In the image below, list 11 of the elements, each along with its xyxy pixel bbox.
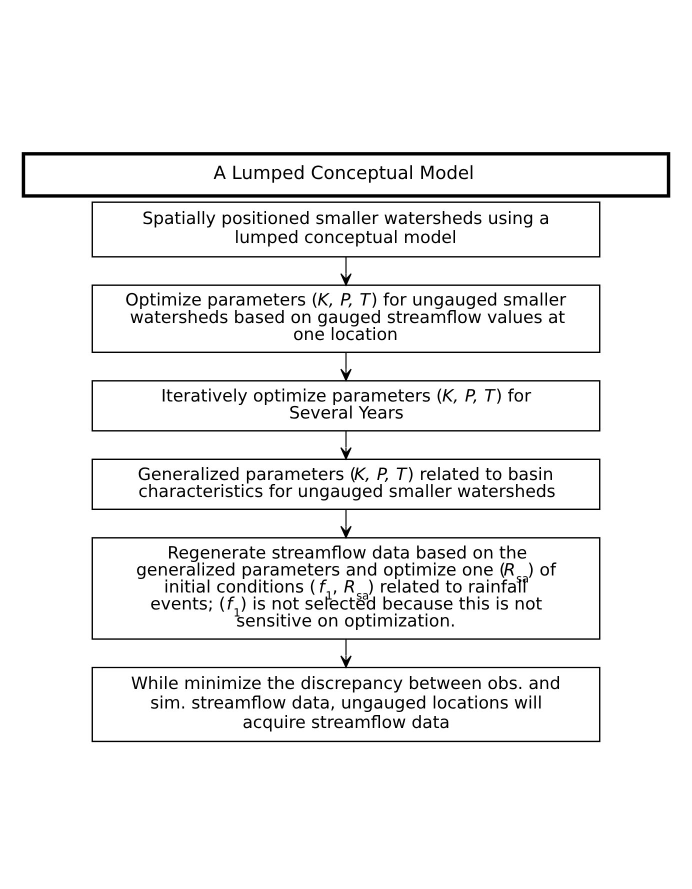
arrow (340, 639, 352, 668)
node-box: Iteratively optimize parameters (K, P, T) for Several Years (92, 380, 600, 432)
node-box: Spatially positioned smaller watersheds using a lumped conceptual model (92, 201, 600, 258)
arrow (340, 510, 352, 538)
node-box: Optimize parameters (K, P, T) for ungauged smaller watersheds based on gauged streamflow values at one location (92, 284, 600, 354)
arrow (340, 352, 352, 382)
node-box: While minimize the discrepancy between obs. and sim. streamflow data, ungauged locations will acquire streamflow data (92, 666, 600, 742)
arrow (340, 431, 352, 460)
arrow (340, 257, 352, 286)
node-box: Generalized parameters (K, P, T) related to basin characteristics for ungauged smaller watersheds (92, 458, 600, 510)
diagram-title: A Lumped Conceptual Model (213, 163, 474, 184)
